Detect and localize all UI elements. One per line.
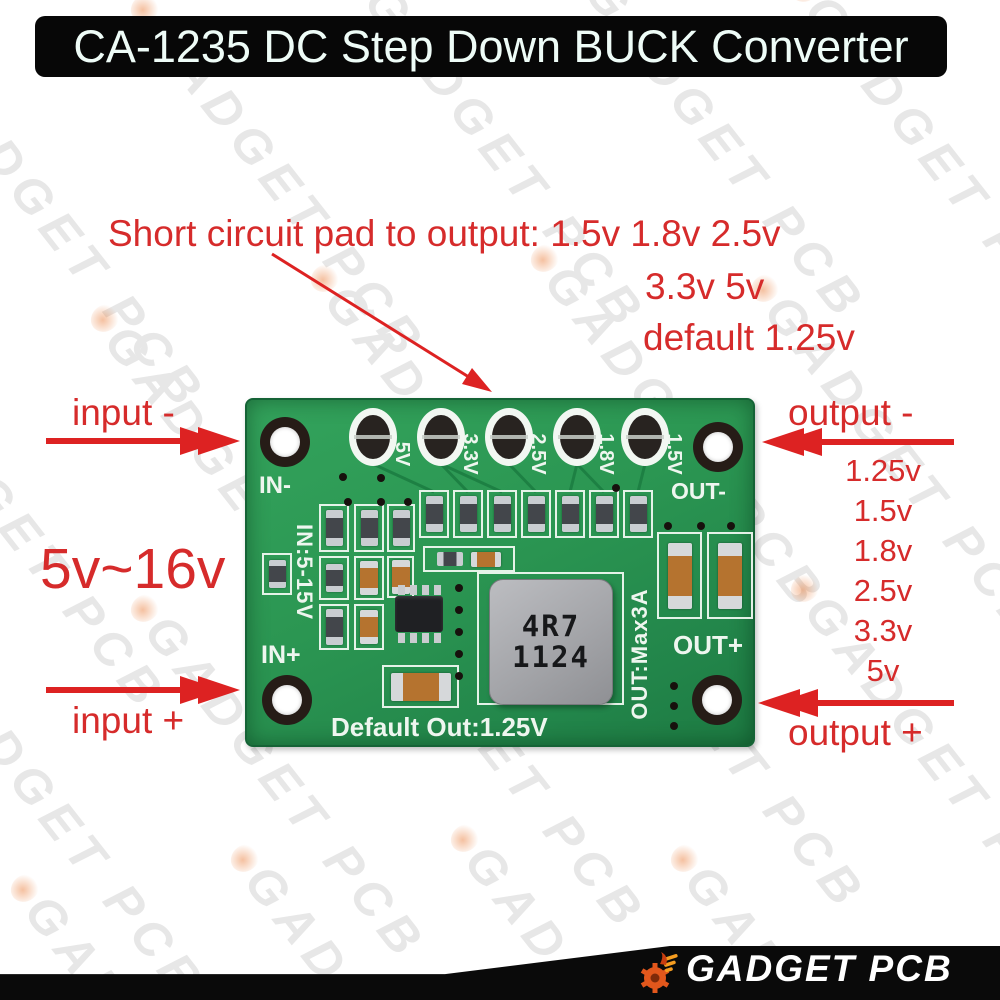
via-dot (697, 522, 705, 530)
label-input-minus: input - (72, 392, 175, 433)
output-voltage-item: 1.25v (845, 453, 921, 488)
pad-label: 1.8V (595, 433, 618, 475)
via-dot (612, 484, 620, 492)
logo-gear-icon (640, 952, 678, 993)
smd-capacitor (382, 665, 459, 708)
page-title: CA-1235 DC Step Down BUCK Converter (73, 20, 909, 72)
voltage-select-pad (349, 408, 397, 466)
mounting-hole (692, 675, 742, 725)
callout-short-circuit-line2: 3.3v 5v (645, 266, 765, 307)
label-input-voltage-range: 5v~16v (40, 537, 226, 601)
smd-resistor (319, 604, 349, 650)
label-output-minus: output - (788, 392, 914, 433)
voltage-select-pad (621, 408, 669, 466)
via-dot (670, 682, 678, 690)
via-dot (455, 584, 463, 592)
pcb-traces (372, 462, 647, 494)
silkscreen-out-minus: OUT- (671, 478, 726, 504)
mounting-hole (260, 417, 310, 467)
smd-resistor (387, 504, 415, 552)
output-voltage-item: 1.8v (853, 533, 913, 568)
smd-capacitor (707, 532, 753, 619)
callout-short-circuit-line1: Short circuit pad to output: 1.5v 1.8v 2… (108, 213, 781, 254)
via-dot (377, 474, 385, 482)
via-dot (455, 650, 463, 658)
smd-capacitor (354, 604, 384, 650)
via-dot (670, 702, 678, 710)
via-dot (670, 722, 678, 730)
voltage-select-pad (417, 408, 465, 466)
smd-resistor (453, 490, 483, 538)
silkscreen-input-rating: IN:5-15V (292, 523, 317, 621)
smd-capacitor (471, 551, 501, 567)
output-voltage-item: 3.3v (853, 613, 913, 648)
brand-logo-text: GADGET PCB (686, 948, 953, 989)
smd-resistor (589, 490, 619, 538)
pad-label: 5V (391, 441, 414, 467)
smd-capacitor (657, 532, 702, 619)
pad-label: 2.5V (527, 433, 550, 475)
smd-resistor (623, 490, 653, 538)
inductor-code: 1124 (512, 640, 590, 674)
via-dot (404, 498, 412, 506)
via-dot (664, 522, 672, 530)
output-voltage-item: 5v (866, 653, 900, 688)
via-dot (455, 628, 463, 636)
mounting-hole (262, 675, 312, 725)
smd-resistor (319, 556, 349, 600)
via-dot (339, 473, 347, 481)
voltage-select-pad (553, 408, 601, 466)
smd-resistor (437, 552, 463, 566)
smd-resistor (555, 490, 585, 538)
via-dot (455, 672, 463, 680)
silkscreen-output-rating: OUT:Max3A (627, 588, 652, 720)
ic-chip (395, 585, 443, 643)
voltage-select-pad (485, 408, 533, 466)
via-dot (727, 522, 735, 530)
smd-resistor (319, 504, 349, 552)
smd-resistor (521, 490, 551, 538)
silkscreen-default-output: Default Out:1.25V (331, 712, 548, 742)
mounting-hole (693, 422, 743, 472)
output-voltage-list: 1.25v 1.5v 1.8v 2.5v 3.3v 5v (818, 451, 948, 691)
silkscreen-in-plus: IN+ (261, 641, 301, 669)
smd-component-pair (423, 546, 515, 572)
via-dot (455, 606, 463, 614)
pad-label: 1.5V (663, 433, 686, 475)
pad-label: 3.3V (459, 433, 482, 475)
pcb-board: 5V 3.3V 2.5V 1.8V 1.5V IN- OUT- IN+ OUT+… (245, 398, 755, 747)
via-dot (344, 498, 352, 506)
via-dot (377, 498, 385, 506)
smd-resistor (419, 490, 449, 538)
smd-capacitor (354, 556, 384, 600)
silkscreen-in-minus: IN- (259, 472, 291, 499)
output-voltage-item: 2.5v (853, 573, 913, 608)
callout-short-circuit-line3: default 1.25v (643, 317, 855, 358)
label-input-plus: input + (72, 700, 185, 741)
inductor: 4R7 1124 (489, 579, 613, 705)
smd-resistor (262, 553, 292, 595)
output-voltage-item: 1.5v (853, 493, 913, 528)
label-output-plus: output + (788, 712, 923, 753)
title-banner: CA-1235 DC Step Down BUCK Converter (35, 16, 947, 77)
smd-resistor (354, 504, 384, 552)
smd-resistor (487, 490, 517, 538)
inductor-value: 4R7 (521, 609, 581, 643)
silkscreen-out-plus: OUT+ (673, 630, 744, 660)
